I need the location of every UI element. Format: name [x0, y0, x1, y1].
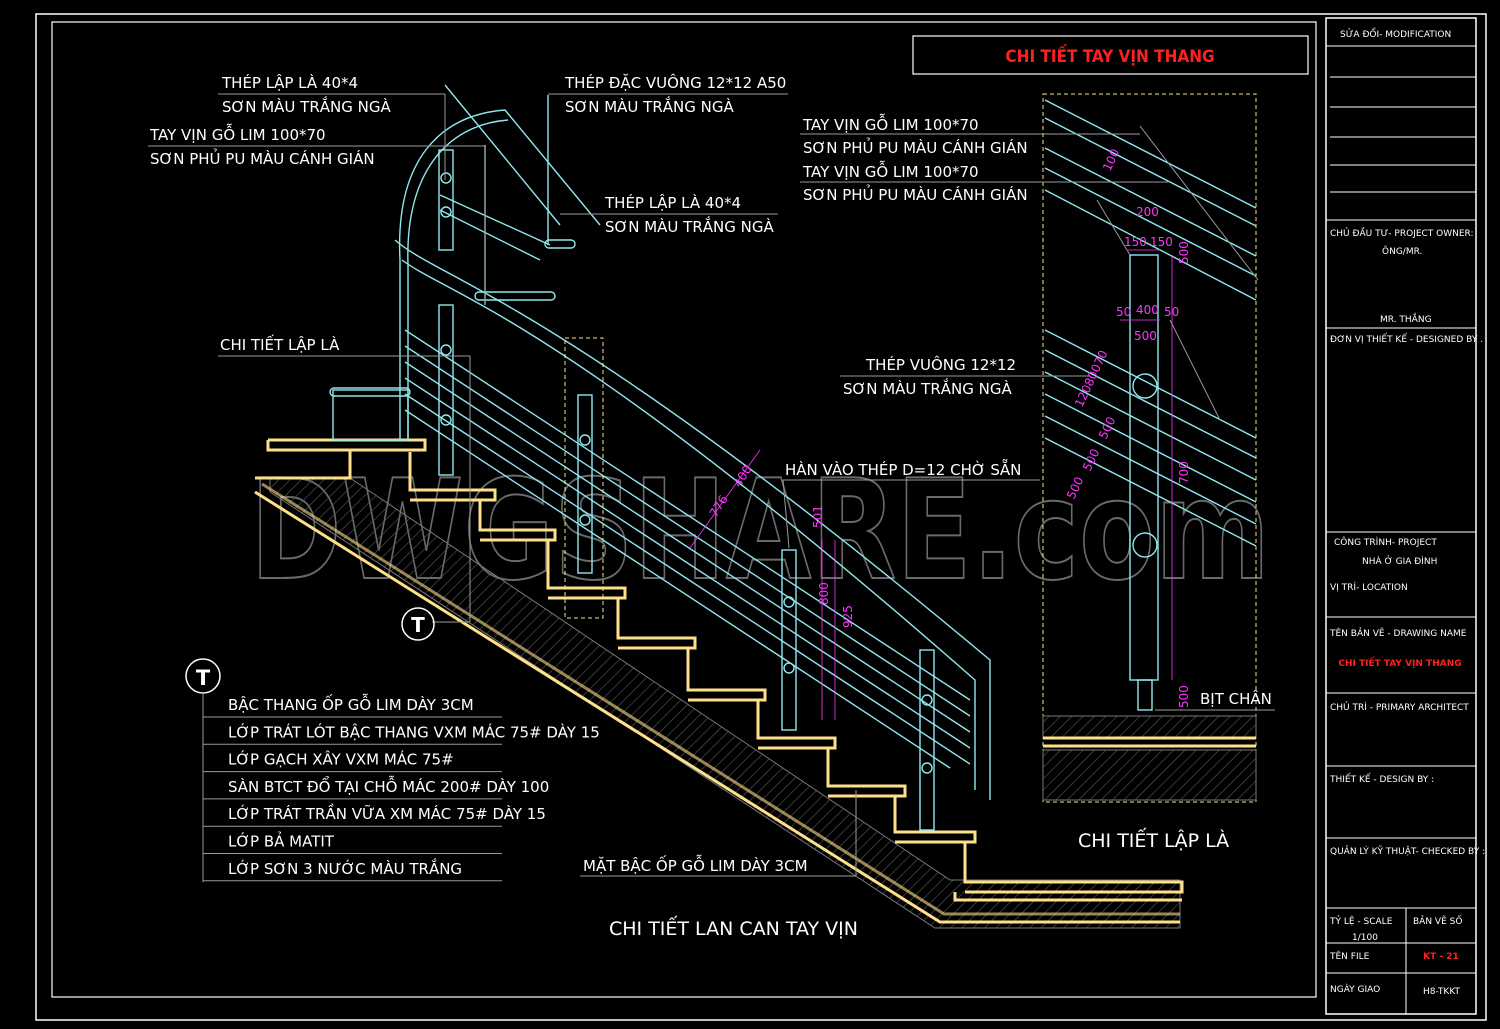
- dim-text: 500: [1134, 329, 1157, 343]
- detail-label-end-cap: BỊT CHÂN: [1200, 689, 1272, 708]
- layer-item: LỚP TRÁT TRẦN VỮA XM MÁC 75# DÀY 15: [228, 802, 546, 823]
- label-square-steel-a: THÉP ĐẶC VUÔNG 12*12 A50: [564, 73, 786, 92]
- tb-date-label: NGÀY GIAO: [1330, 983, 1380, 995]
- sheet-frame: [35, 13, 1487, 1021]
- section-marker: T: [401, 607, 435, 641]
- tb-architect-label: CHỦ TRÌ - PRIMARY ARCHITECT: [1330, 701, 1469, 713]
- tb-designer-unit: ĐƠN VỊ THIẾT KẾ - DESIGNED BY .: [1330, 333, 1483, 345]
- dim-text: 150: [1124, 235, 1147, 249]
- dim-text: 150: [1150, 235, 1173, 249]
- tb-project-label: CÔNG TRÌNH- PROJECT: [1334, 536, 1437, 548]
- dim-text: 50: [1116, 305, 1131, 319]
- layer-list: BẬC THANG ỐP GỖ LIM DÀY 3CM LỚP TRÁT LÓT …: [203, 693, 600, 882]
- layer-item: LỚP GẠCH XÂY VXM MÁC 75#: [228, 750, 454, 769]
- tb-scale-value: 1/100: [1352, 933, 1378, 943]
- sheet-title: CHI TIẾT TAY VỊN THANG: [1005, 43, 1214, 67]
- title-box: [912, 35, 1309, 75]
- label-weld: HÀN VÀO THÉP D=12 CHỜ SẴN: [785, 458, 1021, 479]
- tb-checked-label: QUẢN LÝ KỸ THUẬT- CHECKED BY :: [1330, 845, 1485, 857]
- label-handrail-a: TAY VỊN GỖ LIM 100*70: [149, 123, 326, 144]
- title-block: [1326, 45, 1476, 1014]
- tb-drawing-name-label: TÊN BẢN VẼ - DRAWING NAME: [1329, 627, 1467, 639]
- label-handrail-b: SƠN PHỦ PU MÀU CÁNH GIÁN: [150, 148, 375, 168]
- tb-sheet-no-label: BẢN VẼ SỐ: [1413, 914, 1462, 927]
- label-flat-bar-2b: SƠN MÀU TRẮNG NGÀ: [605, 215, 774, 236]
- layer-item: LỚP TRÁT LÓT BẬC THANG VXM MÁC 75# DÀY 1…: [228, 722, 600, 741]
- label-flat-bar-1b: SƠN MÀU TRẮNG NGÀ: [222, 95, 391, 116]
- dim-text: 800: [817, 582, 831, 605]
- detail-label-rail-2a: TAY VỊN GỖ LIM 100*70: [802, 160, 979, 181]
- tb-design-by-label: THIẾT KẾ - DESIGN BY :: [1329, 773, 1434, 785]
- detail-label-sq-b: SƠN MÀU TRẮNG NGÀ: [843, 377, 1012, 398]
- detail-label-rail-1a: TAY VỊN GỖ LIM 100*70: [802, 113, 979, 134]
- dim-text: 200: [1136, 205, 1159, 219]
- leaders: [148, 93, 1040, 877]
- layer-marker: T: [185, 658, 221, 882]
- svg-text:T: T: [411, 613, 425, 637]
- label-tread-face: MẶT BẬC ỐP GỖ LIM DÀY 3CM: [583, 854, 808, 875]
- detail-caption: CHI TIẾT LẬP LÀ: [1078, 827, 1229, 852]
- tb-project-name: NHÀ Ở GIA ĐÌNH: [1362, 555, 1437, 567]
- tb-sheet-no: KT - 21: [1423, 952, 1459, 962]
- tb-location-label: VỊ TRÍ- LOCATION: [1330, 581, 1408, 593]
- layer-item: LỚP BẢ MATIT: [228, 831, 335, 851]
- dim-text: 12080070: [1072, 348, 1111, 409]
- dim-text: 700: [1177, 461, 1191, 484]
- dim-text: 501: [811, 505, 825, 528]
- label-square-steel-b: SƠN MÀU TRẮNG NGÀ: [565, 95, 734, 116]
- tb-owner-prefix: ÔNG/MR.: [1382, 245, 1422, 257]
- dim-text: 925: [841, 605, 855, 628]
- label-flat-bar-detail: CHI TIẾT LẬP LÀ: [220, 333, 340, 354]
- label-flat-bar-1a: THÉP LẬP LÀ 40*4: [221, 73, 358, 92]
- flat-bar-detail: [1042, 93, 1259, 803]
- dim-text: 50: [1164, 305, 1179, 319]
- layer-item: LỚP SƠN 3 NƯỚC MÀU TRẮNG: [228, 857, 462, 878]
- tb-scale-label: TỶ LỆ - SCALE: [1329, 915, 1393, 927]
- dim-text: 400: [1136, 303, 1159, 317]
- stair-caption: CHI TIẾT LAN CAN TAY VỊN: [609, 915, 858, 940]
- dim-text: 500: [1177, 685, 1191, 708]
- baluster: [438, 149, 935, 831]
- detail-label-sq-a: THÉP VUÔNG 12*12: [865, 355, 1016, 374]
- stair-section: [254, 84, 1184, 929]
- svg-text:T: T: [196, 666, 211, 690]
- tb-owner-name: MR. THẮNG: [1380, 312, 1432, 325]
- dim-text: 100: [1100, 147, 1122, 174]
- tb-owner-label: CHỦ ĐẦU TƯ- PROJECT OWNER:: [1330, 226, 1474, 239]
- tb-modification: SỬA ĐỔI- MODIFICATION: [1340, 27, 1451, 40]
- dim-text: 500: [1096, 415, 1118, 442]
- layer-item: BẬC THANG ỐP GỖ LIM DÀY 3CM: [228, 693, 474, 714]
- label-flat-bar-2a: THÉP LẬP LÀ 40*4: [604, 193, 741, 212]
- layer-item: SÀN BTCT ĐỔ TẠI CHỖ MÁC 200# DÀY 100: [228, 775, 549, 796]
- tb-date-value: H8-TKKT: [1423, 987, 1461, 997]
- detail-label-rail-2b: SƠN PHỦ PU MÀU CÁNH GIÁN: [803, 184, 1028, 204]
- tb-drawing-name: CHI TIẾT TAY VỊN THANG: [1338, 656, 1461, 669]
- dim-text: 500: [1177, 241, 1191, 264]
- detail-label-rail-1b: SƠN PHỦ PU MÀU CÁNH GIÁN: [803, 137, 1028, 157]
- tb-file-label: TÊN FILE: [1329, 950, 1370, 962]
